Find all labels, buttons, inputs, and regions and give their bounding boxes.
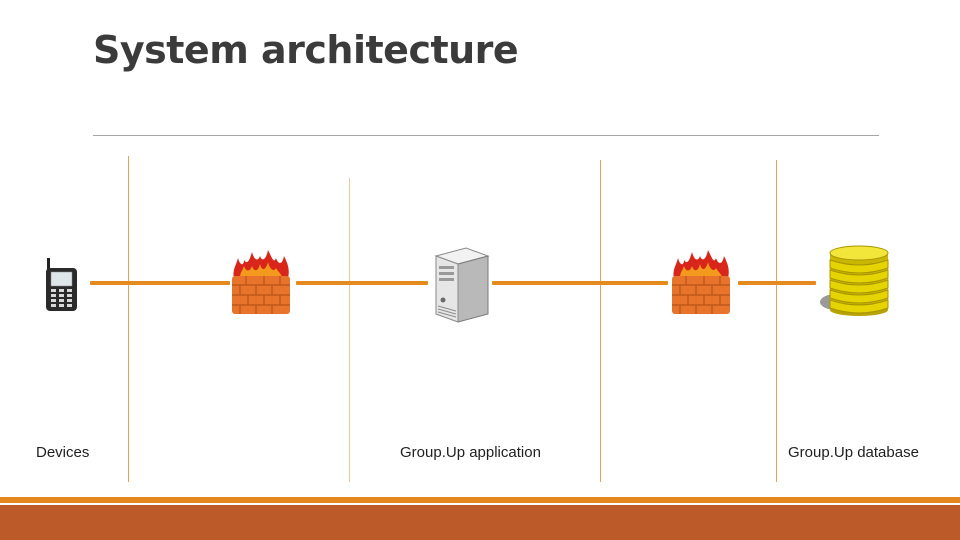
zone-divider: [776, 160, 777, 482]
firewall-icon: [672, 250, 730, 314]
title-divider: [93, 135, 879, 136]
footer-band: [0, 505, 960, 540]
slide-title: System architecture: [93, 28, 519, 72]
devices-label: Devices: [36, 444, 90, 461]
application-label: Group.Up application: [400, 444, 541, 461]
zone-divider: [128, 156, 129, 482]
zone-divider: [349, 178, 350, 482]
connector-line: [492, 281, 668, 285]
footer-accent-line: [0, 497, 960, 503]
database-label: Group.Up database: [788, 444, 919, 461]
phone-icon: [46, 258, 77, 311]
server-icon: [434, 247, 490, 323]
connector-line: [738, 281, 816, 285]
connector-line: [90, 281, 230, 285]
connector-line: [296, 281, 428, 285]
zone-divider: [600, 160, 601, 482]
database-icon: [820, 245, 889, 316]
firewall-icon: [232, 250, 290, 314]
